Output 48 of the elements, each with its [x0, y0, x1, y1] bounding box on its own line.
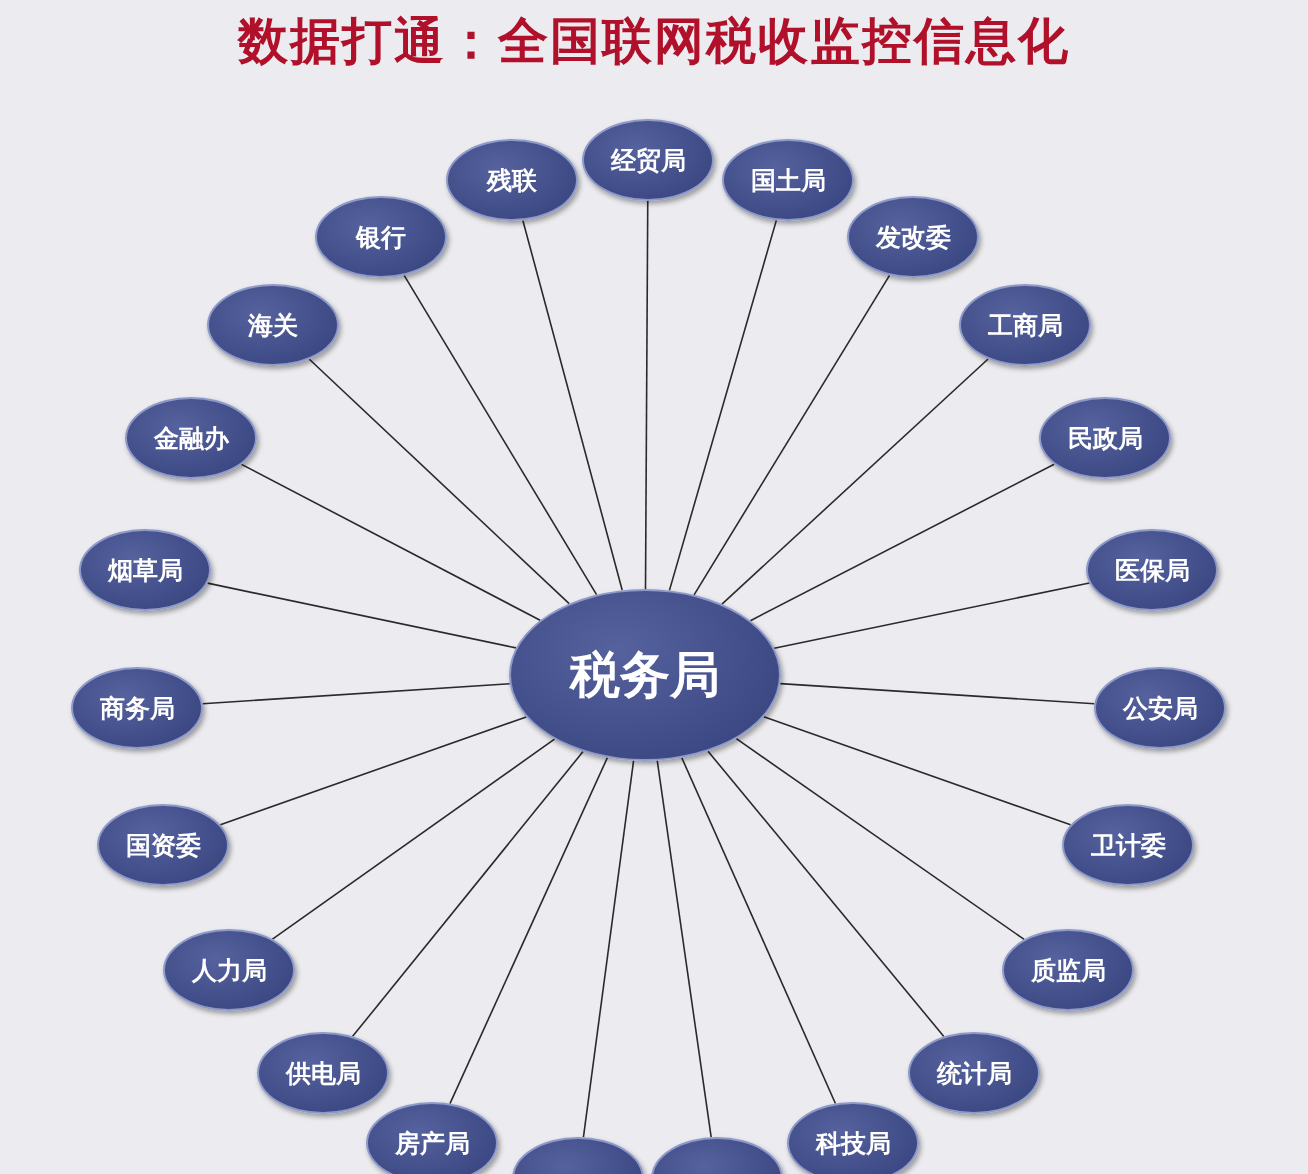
node-label: 质监局 — [1030, 957, 1106, 983]
agency-ellipse — [257, 1032, 389, 1114]
connector-line — [271, 738, 556, 940]
node-label: 海关 — [248, 312, 298, 338]
node-label: 统计局 — [936, 1060, 1012, 1086]
connector-line — [707, 750, 945, 1038]
node-label: 供电局 — [285, 1060, 361, 1086]
node-label: 银行 — [356, 224, 406, 250]
agency-ellipse — [1039, 397, 1171, 479]
node-label: 发改委 — [875, 224, 951, 250]
node-label: 科技局 — [815, 1130, 891, 1156]
agency-ellipse — [908, 1032, 1040, 1114]
connector-line — [668, 219, 778, 592]
title: 数据打通：全国联网税收监控信息化 — [236, 11, 1071, 72]
connector-line — [644, 200, 649, 590]
node-label: 医保局 — [1114, 557, 1190, 583]
node-label: 房产局 — [394, 1130, 470, 1156]
agency-ellipse — [366, 1102, 498, 1174]
node-label: 国土局 — [750, 167, 826, 193]
agency-ellipse — [787, 1102, 919, 1174]
agency-ellipse — [163, 929, 295, 1011]
node-label: 国资委 — [125, 832, 201, 858]
node-label: 金融办 — [153, 425, 229, 451]
connector-line — [721, 358, 989, 605]
connector-line — [779, 682, 1096, 705]
node-label: 残联 — [487, 167, 537, 193]
connector-line — [351, 750, 584, 1038]
node-label: 公安局 — [1122, 695, 1198, 721]
connector-line — [735, 737, 1025, 941]
node-label: 工商局 — [987, 312, 1063, 338]
node-label: 卫计委 — [1090, 832, 1166, 858]
node-label: 商务局 — [99, 695, 175, 721]
node-label: 民政局 — [1067, 425, 1143, 451]
connector-line — [582, 759, 635, 1138]
agency-ellipse — [582, 119, 714, 201]
agency-ellipse — [722, 139, 854, 221]
connector-line — [522, 219, 623, 591]
agency-ellipse — [1002, 929, 1134, 1011]
connector-line — [201, 683, 511, 705]
node-label: 人力局 — [191, 957, 267, 983]
connector-line — [240, 463, 541, 622]
node-label: 税务局 — [570, 650, 720, 700]
node-label: 烟草局 — [107, 557, 183, 583]
connector-line — [308, 358, 570, 605]
agency-ellipse — [847, 196, 979, 278]
connector-line — [656, 759, 712, 1138]
node-label: 经贸局 — [610, 147, 686, 173]
connector-line — [749, 463, 1055, 622]
